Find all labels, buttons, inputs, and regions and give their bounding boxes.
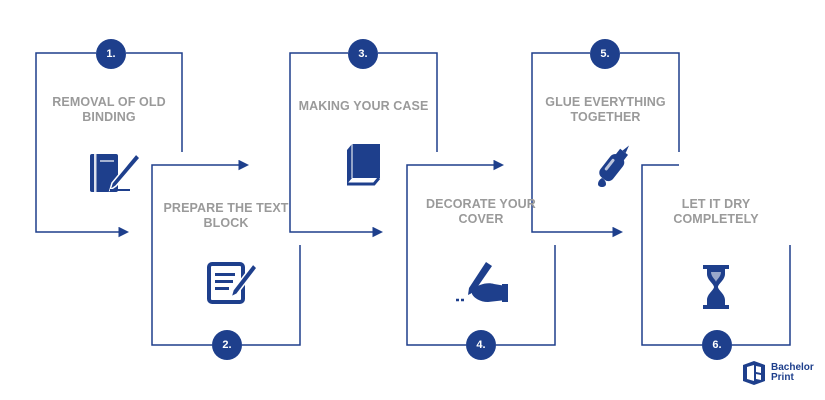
bachelorprint-logo-icon	[743, 361, 765, 385]
step-1-frame	[35, 52, 129, 238]
step-4-frame-body	[406, 164, 466, 346]
hand-writing-icon	[456, 262, 508, 302]
step-5-frame	[531, 52, 623, 238]
glue-bottle-icon	[598, 145, 630, 187]
brand-logo: Bachelor Print	[740, 359, 814, 387]
step-1-frame-top	[126, 52, 183, 152]
step-2-badge: 2.	[212, 330, 242, 360]
step-2-frame-body	[151, 164, 212, 346]
step-4-badge: 4.	[466, 330, 496, 360]
step-3-frame	[289, 52, 383, 238]
step-1-badge: 1.	[96, 39, 126, 69]
step-3-frame-top	[378, 52, 438, 152]
step-3-badge: 3.	[348, 39, 378, 69]
step-6-frame	[641, 164, 702, 346]
document-edit-icon	[207, 262, 258, 304]
step-5-badge: 5.	[590, 39, 620, 69]
brand-name: Bachelor Print	[771, 362, 814, 383]
step-2-frame-right	[242, 245, 301, 346]
step-6-badge: 6.	[702, 330, 732, 360]
book-pen-icon	[90, 152, 142, 192]
step-5-frame-top	[620, 52, 680, 152]
step-4-frame-right	[496, 245, 556, 346]
step-6-frame-right	[732, 245, 791, 346]
hourglass-icon	[703, 265, 729, 309]
step-3-title: MAKING YOUR CASE	[298, 99, 429, 113]
hardcover-book-icon	[347, 144, 381, 186]
